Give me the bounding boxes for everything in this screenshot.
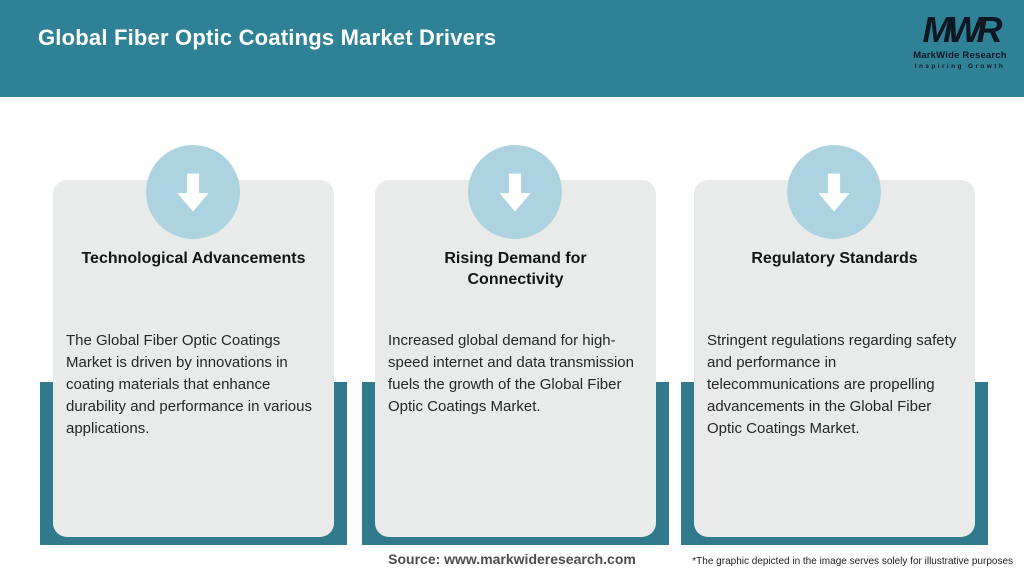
source-text: Source: www.markwideresearch.com	[388, 551, 636, 567]
down-arrow-icon	[468, 145, 562, 239]
card-title: Technological Advancements	[81, 250, 306, 267]
card-body: The Global Fiber Optic Coatings Market i…	[66, 332, 312, 437]
driver-card: Technological Advancements The Global Fi…	[53, 180, 334, 537]
driver-card: Rising Demand for Connectivity Increased…	[375, 180, 656, 537]
logo-tagline: Inspiring Growth	[914, 62, 1006, 70]
down-arrow-icon	[146, 145, 240, 239]
disclaimer-text: *The graphic depicted in the image serve…	[692, 556, 1013, 567]
card-body: Increased global demand for high-speed i…	[388, 332, 634, 415]
markwide-research-logo: MWR MarkWide Research Inspiring Growth	[910, 12, 1010, 70]
page-title: Global Fiber Optic Coatings Market Drive…	[38, 25, 497, 50]
down-arrow-icon	[787, 145, 881, 239]
card-body: Stringent regulations regarding safety a…	[707, 332, 957, 437]
logo-monogram: MWR	[922, 9, 1003, 50]
logo-name: MarkWide Research	[913, 50, 1007, 61]
card-title: Rising Demand for Connectivity	[444, 250, 587, 288]
header-band: Global Fiber Optic Coatings Market Drive…	[0, 0, 1024, 97]
driver-card: Regulatory Standards Stringent regulatio…	[694, 180, 975, 537]
card-title: Regulatory Standards	[751, 250, 918, 267]
